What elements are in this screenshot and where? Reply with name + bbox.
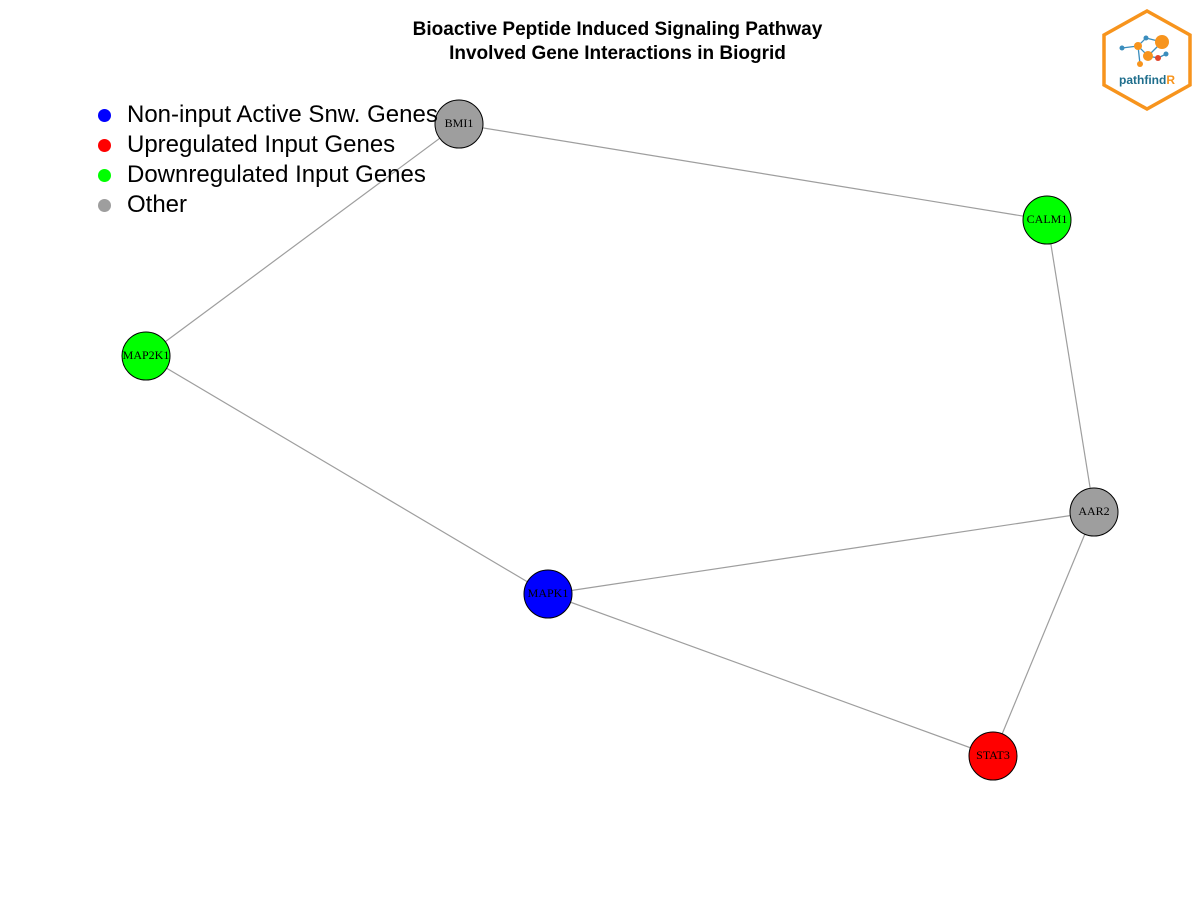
node-label-calm1: CALM1 (1027, 212, 1068, 226)
edge-aar2-mapk1 (547, 511, 1095, 595)
pathfindr-logo: pathfindR (1102, 8, 1192, 112)
legend-item-non-input-active: Non-input Active Snw. Genes (98, 100, 438, 130)
edge-bmi1-map2k1 (145, 123, 460, 357)
edges-layer (145, 123, 1095, 757)
logo-text-accent: R (1166, 73, 1175, 87)
legend-label: Non-input Active Snw. Genes (127, 101, 438, 128)
edge-bmi1-calm1 (458, 123, 1048, 221)
node-circle-mapk1[interactable] (523, 569, 573, 619)
title-line-1: Bioactive Peptide Induced Signaling Path… (412, 19, 823, 40)
legend-marker (98, 138, 111, 152)
legend-marker (98, 198, 111, 212)
node-map2k1[interactable]: MAP2K1 (121, 331, 171, 381)
node-stat3[interactable]: STAT3 (968, 731, 1018, 781)
node-circle-stat3[interactable] (968, 731, 1018, 781)
legend-label: Other (127, 191, 188, 218)
node-label-bmi1: BMI1 (445, 116, 474, 130)
node-circle-aar2[interactable] (1069, 487, 1119, 537)
node-circle-map2k1[interactable] (121, 331, 171, 381)
logo-network-nodes (1119, 35, 1169, 67)
legend-label: Downregulated Input Genes (127, 161, 426, 188)
legend: Non-input Active Snw. Genes Upregulated … (98, 100, 438, 220)
legend-item-other: Other (98, 190, 438, 220)
logo-text-main: pathfind (1119, 73, 1166, 87)
node-mapk1[interactable]: MAPK1 (523, 569, 573, 619)
node-calm1[interactable]: CALM1 (1022, 195, 1072, 245)
legend-label: Upregulated Input Genes (127, 131, 396, 158)
chart-title: Bioactive Peptide Induced Signaling Path… (0, 18, 1200, 66)
edge-mapk1-stat3 (547, 593, 994, 757)
legend-marker (98, 108, 111, 122)
node-label-stat3: STAT3 (976, 748, 1010, 762)
node-circle-calm1[interactable] (1022, 195, 1072, 245)
logo-wordmark: pathfindR (1119, 73, 1175, 87)
legend-item-downregulated: Downregulated Input Genes (98, 160, 438, 190)
node-aar2[interactable]: AAR2 (1069, 487, 1119, 537)
edge-calm1-aar2 (1046, 219, 1095, 513)
node-bmi1[interactable]: BMI1 (434, 99, 484, 149)
legend-marker (98, 168, 111, 182)
node-label-aar2: AAR2 (1078, 504, 1109, 518)
node-label-mapk1: MAPK1 (528, 586, 569, 600)
edge-map2k1-mapk1 (145, 355, 549, 595)
node-label-map2k1: MAP2K1 (123, 348, 170, 362)
node-circle-bmi1[interactable] (434, 99, 484, 149)
legend-item-upregulated: Upregulated Input Genes (98, 130, 438, 160)
edge-aar2-stat3 (992, 511, 1095, 757)
title-line-2: Involved Gene Interactions in Biogrid (449, 43, 786, 64)
